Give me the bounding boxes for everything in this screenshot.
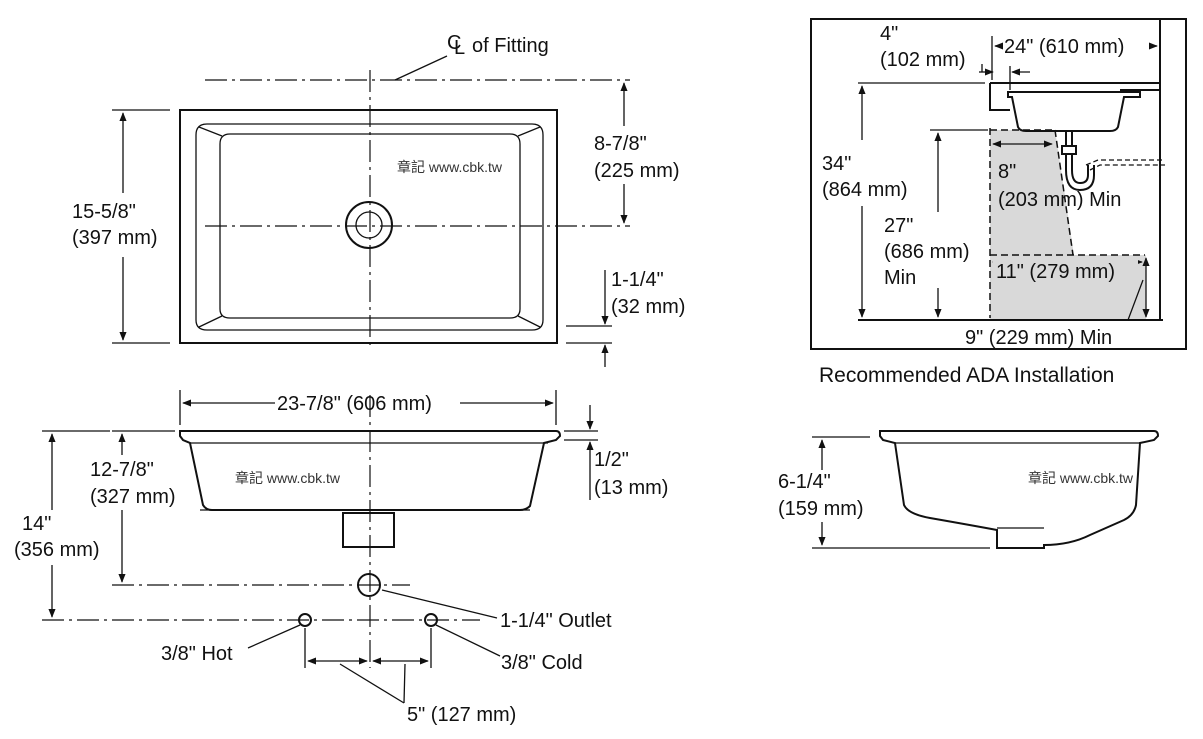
- knee-clearance-area: [990, 130, 1146, 320]
- basin-bottom: [219, 133, 521, 319]
- height-line2: (864 mm): [822, 179, 908, 201]
- drain-outer: [345, 201, 393, 249]
- p-trap: [1065, 154, 1095, 192]
- setback-line1: 4": [880, 23, 898, 45]
- cl-label: of Fitting: [472, 35, 549, 57]
- outlet-label: 1-1/4" Outlet: [500, 610, 612, 632]
- side-view: 6-1/4" (159 mm) 章記 www.cbk.tw: [778, 430, 1160, 549]
- watermark-side: 章記 www.cbk.tw: [1028, 470, 1134, 486]
- drain-offset-line1: 8-7/8": [594, 133, 647, 155]
- cl-symbol: C: [447, 32, 461, 54]
- ada-sink: [1007, 91, 1141, 132]
- side-height-line2: (159 mm): [778, 498, 864, 520]
- knee-depth-line1: 8": [998, 161, 1016, 183]
- sink-inner-edge: [195, 123, 544, 331]
- flange-line2: (13 mm): [594, 477, 668, 499]
- flange-line1: 1/2": [594, 449, 629, 471]
- depth-outlet-line1: 12-7/8": [90, 459, 154, 481]
- hot-label: 3/8" Hot: [161, 643, 233, 665]
- sink-outer-rim: [179, 109, 558, 344]
- cl-symbol-sub: L: [454, 37, 465, 59]
- cold-supply-circle: [424, 613, 438, 627]
- watermark-top: 章記 www.cbk.tw: [397, 159, 503, 175]
- width-dim-line1: 15-5/8": [72, 201, 136, 223]
- hot-supply-circle: [298, 613, 312, 627]
- ada-caption: Recommended ADA Installation: [819, 364, 1114, 387]
- depth-supply-line1: 14": [22, 513, 51, 535]
- height-line1: 34": [822, 153, 851, 175]
- depth-supply-line2: (356 mm): [14, 539, 100, 561]
- top-view: C L of Fitting 15-5/8" (397 mm) 8-7/8" (…: [72, 32, 685, 367]
- width-dim-line2: (397 mm): [72, 227, 158, 249]
- knee-height-line3: Min: [884, 267, 916, 289]
- setback-line2: (102 mm): [880, 49, 966, 71]
- basin-side-profile: [879, 430, 1160, 549]
- knee-height-line2: (686 mm): [884, 241, 970, 263]
- depth-outlet-line2: (327 mm): [90, 486, 176, 508]
- drain-inner: [355, 211, 383, 239]
- rim-dim-line1: 1-1/4": [611, 269, 664, 291]
- front-view: 23-7/8" (606 mm) 1/2" (13 mm) 12-7/8" (3…: [14, 390, 668, 726]
- counter-depth: 24" (610 mm): [1004, 36, 1124, 58]
- knee-height-line1: 27": [884, 215, 913, 237]
- ada-panel: 4" (102 mm) 24" (610 mm) 34" (864 mm) 27…: [810, 18, 1187, 387]
- rim-dim-line2: (32 mm): [611, 296, 685, 318]
- watermark-front: 章記 www.cbk.tw: [235, 470, 341, 486]
- cold-label: 3/8" Cold: [501, 652, 583, 674]
- side-height-line1: 6-1/4": [778, 471, 831, 493]
- drain-offset-line2: (225 mm): [594, 160, 680, 182]
- toe-depth: 11" (279 mm): [996, 261, 1115, 283]
- knee-depth-line2: (203 mm) Min: [998, 189, 1121, 211]
- length-dim: 23-7/8" (606 mm): [277, 393, 432, 415]
- spacing-label: 5" (127 mm): [407, 704, 516, 726]
- drain-body: [342, 512, 395, 548]
- basin-front-profile: [179, 430, 562, 511]
- ada-frame: [810, 18, 1187, 350]
- toe-height: 9" (229 mm) Min: [965, 327, 1112, 349]
- outlet-circle: [357, 573, 381, 597]
